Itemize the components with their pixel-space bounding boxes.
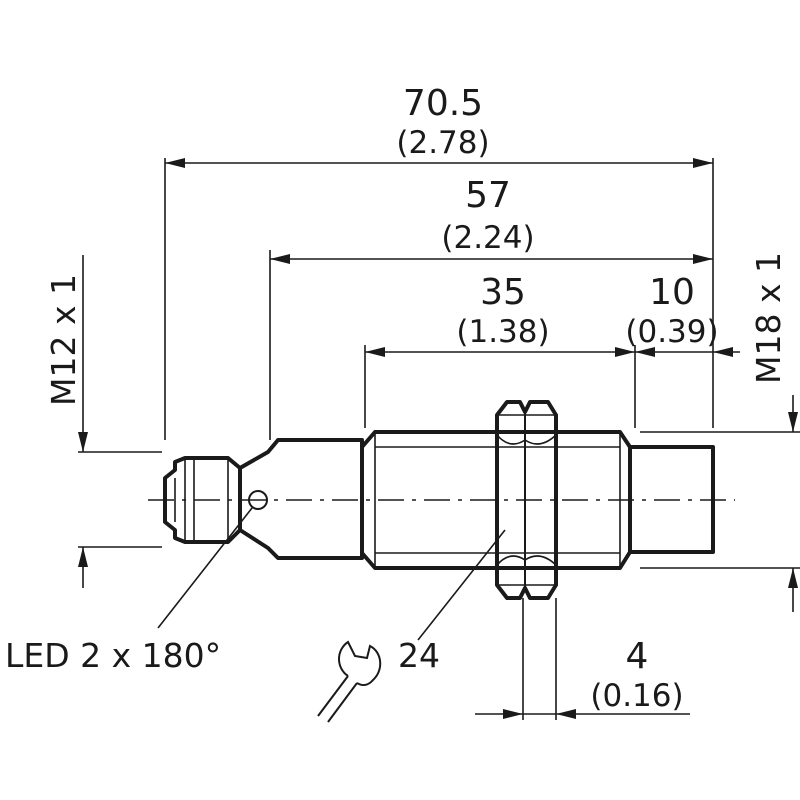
wrench-size-label: 24 (398, 636, 440, 675)
dim-4-value: 4 (626, 636, 649, 677)
dim-10-inch: (0.39) (625, 314, 718, 350)
dim-70-5-inch: (2.78) (396, 125, 489, 161)
dim-10-value: 10 (649, 272, 695, 313)
dim-57-value: 57 (465, 175, 511, 216)
dim-35: 35 (1.38) (456, 272, 549, 350)
dim-10: 10 (0.39) (625, 272, 718, 350)
dim-70-5-value: 70.5 (403, 83, 483, 124)
dim-4: 4 (0.16) (590, 636, 683, 714)
dim-57-inch: (2.24) (441, 220, 534, 256)
extension-lines (78, 158, 800, 720)
leader-lines (157, 507, 506, 641)
wrench-icon (317, 640, 382, 723)
dim-35-value: 35 (480, 272, 526, 313)
dimension-lines (78, 158, 798, 719)
housing-thread-label: M18 x 1 (749, 252, 788, 384)
sensor-body (148, 400, 735, 600)
led-label: LED 2 x 180° (5, 636, 221, 675)
dim-35-inch: (1.38) (456, 314, 549, 350)
dim-70-5: 70.5 (2.78) (396, 83, 489, 161)
dim-57: 57 (2.24) (441, 175, 534, 256)
connector-thread-label: M12 x 1 (44, 274, 83, 406)
dim-4-inch: (0.16) (590, 678, 683, 714)
